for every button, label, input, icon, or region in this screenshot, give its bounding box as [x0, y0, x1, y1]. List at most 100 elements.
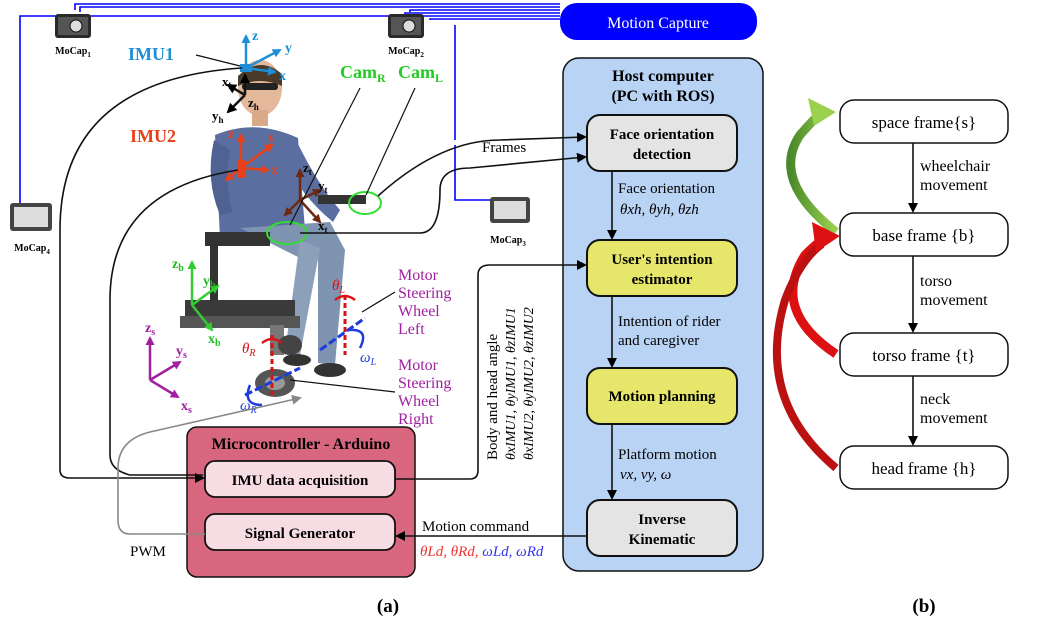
connection-arrows [59, 67, 587, 541]
space-y-label: ys [176, 344, 187, 361]
svg-text:Steering: Steering [398, 375, 451, 392]
svg-text:Wheel: Wheel [398, 303, 440, 320]
cam-r-pointer [289, 87, 361, 226]
svg-text:Right: Right [398, 411, 434, 428]
motion-planning-box [586, 367, 738, 425]
face-orientation-label: Face orientation [618, 181, 716, 197]
host-title-line2: (PC with ROS) [611, 88, 714, 105]
svg-text:Motor: Motor [398, 267, 439, 284]
imu2-angle-math: θxIMU2, θyIMU2, θzIMU2 [522, 307, 537, 460]
platform-motion-label: Platform motion [618, 447, 717, 463]
head-frame-node [839, 445, 1009, 490]
svg-text:ωR: ωR [240, 398, 257, 416]
green-arrowhead [808, 98, 836, 126]
space-x-label: xs [181, 399, 192, 416]
wheelchair-user-illustration [180, 60, 366, 397]
imu2-y: y [268, 131, 275, 146]
mocap-camera-4: MoCap4 [10, 203, 52, 256]
motor-left-pointer [361, 291, 396, 313]
space-frame-axes [145, 336, 182, 399]
torso-frame-axes [283, 168, 322, 224]
inverse-kinematic-box [586, 499, 738, 557]
space-frame-text: space frame{s} [872, 113, 977, 132]
imu1-axes [241, 34, 282, 76]
svg-text:MoCap2: MoCap2 [388, 46, 424, 59]
space-frame-node [839, 99, 1009, 144]
torso-z-label: zt [303, 160, 312, 177]
frames-label: Frames [482, 140, 526, 156]
cam-r-label: CamR [340, 62, 386, 85]
face-orientation-box [586, 114, 738, 172]
edge-2-line-2: movement [920, 292, 988, 309]
signal-generator-text: Signal Generator [245, 526, 356, 542]
imu1-angle-math: θxIMU1, θyIMU1, θzIMU1 [504, 307, 519, 460]
host-title-line1: Host computer [612, 68, 714, 85]
red-curved-arrow-1 [788, 236, 839, 358]
head-y-label: yh [212, 108, 224, 125]
imu1-x: x [279, 69, 286, 84]
red-curved-arrow-2 [772, 240, 839, 472]
head-frame-text: head frame {h} [871, 459, 976, 478]
space-z-label: zs [145, 321, 155, 338]
base-frame-node [839, 212, 1009, 257]
host-computer-panel [562, 57, 764, 572]
edge-1-line-1: wheelchair [920, 158, 991, 175]
motor-right-pointer [289, 379, 396, 393]
imu2-label: IMU2 [130, 126, 176, 146]
intention-label-2: and caregiver [618, 333, 699, 349]
svg-text:MoCap3: MoCap3 [490, 235, 526, 248]
edge-3-line-1: neck [920, 391, 950, 408]
arduino-title: Microcontroller - Arduino [212, 436, 391, 453]
intention-label-1: Intention of rider [618, 314, 720, 330]
imu2-x: x [271, 163, 278, 178]
imu1-y: y [285, 41, 292, 56]
svg-text:Motor: Motor [398, 357, 439, 374]
body-head-angle-label: Body and head angle [485, 333, 501, 460]
motion-planning-text: Motion planning [608, 389, 716, 405]
inverse-kinematic-text-1: Inverse [638, 512, 686, 528]
motor-left-label: Motor Steering Wheel Left [398, 267, 451, 338]
face-orientation-math: θxh, θyh, θzh [620, 202, 699, 218]
red-arrowhead [812, 222, 840, 252]
motion-capture-box [560, 3, 757, 40]
svg-text:ωL: ωL [360, 350, 377, 368]
edge-3-line-2: movement [920, 410, 988, 427]
cam-l-marker [348, 191, 382, 215]
imu1-label: IMU1 [128, 44, 174, 64]
mocap-camera-2: MoCap2 [388, 14, 424, 59]
imu-acquisition-text: IMU data acquisition [232, 473, 369, 489]
cam-l-pointer [365, 87, 416, 196]
motion-capture-title: Motion Capture [607, 15, 709, 32]
head-frame-axes [226, 73, 250, 114]
imu2-axes [224, 133, 274, 182]
mocap-wires [19, 3, 560, 205]
svg-text:Left: Left [398, 321, 425, 338]
pwm-line [117, 394, 302, 535]
imu1-pointer [195, 54, 241, 67]
torso-y-label: yt [318, 178, 328, 195]
edge-1-line-2: movement [920, 177, 988, 194]
frame-diagram: space frame{s} base frame {b} torso fram… [772, 98, 1009, 490]
motor-right-label: Motor Steering Wheel Right [398, 357, 451, 428]
mocap-camera-1: MoCap1 [55, 14, 91, 59]
intention-estimator-text-2: estimator [632, 272, 693, 288]
svg-text:Steering: Steering [398, 285, 451, 302]
torso-x-label: xt [318, 218, 328, 235]
intention-estimator-text-1: User's intention [611, 252, 713, 268]
caption-b: (b) [912, 596, 935, 617]
mocap-camera-3: MoCap3 [490, 197, 530, 248]
face-orientation-text-2: detection [633, 147, 692, 163]
head-z-label: zh [248, 95, 259, 112]
svg-text:θR: θR [242, 341, 255, 359]
green-curved-arrow [786, 110, 839, 236]
base-frame-text: base frame {b} [872, 226, 975, 245]
cam-l-label: CamL [398, 62, 443, 85]
face-orientation-text-1: Face orientation [610, 127, 715, 143]
svg-text:Wheel: Wheel [398, 393, 440, 410]
imu1-z: z [252, 29, 258, 44]
base-frame-axes [187, 260, 220, 332]
caption-a: (a) [377, 596, 399, 617]
imu2-z: z [228, 127, 234, 142]
svg-text:MoCap4: MoCap4 [14, 243, 50, 256]
